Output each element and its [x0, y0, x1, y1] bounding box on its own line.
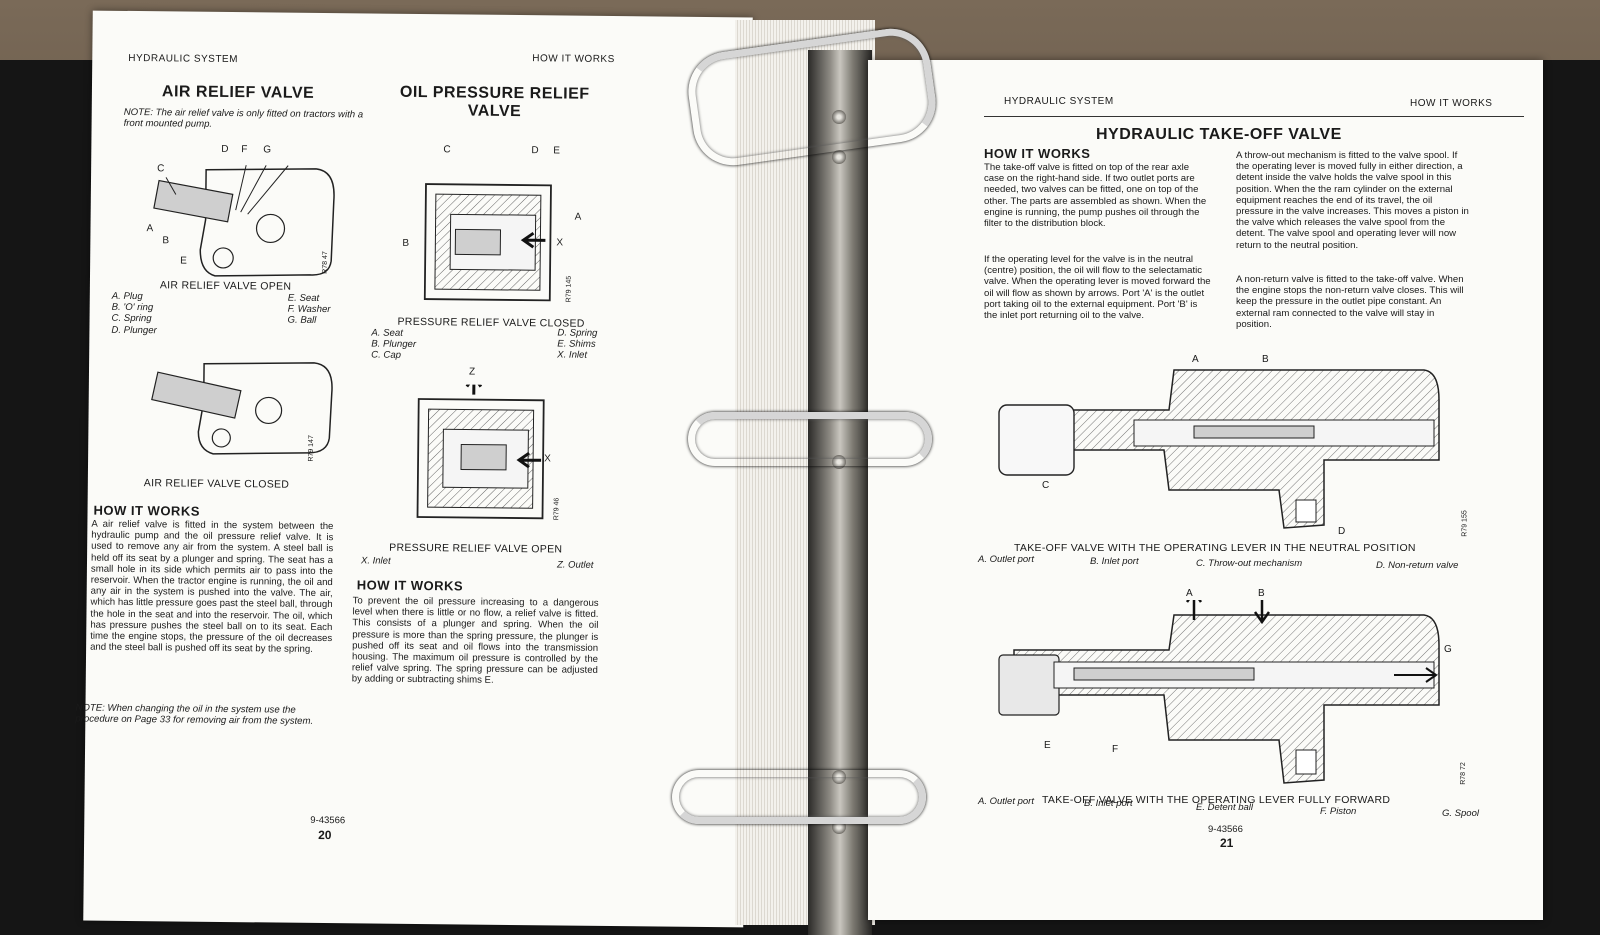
- tov-forward-legend-b: B. Inlet port: [1084, 798, 1133, 809]
- spine-rivet: [832, 770, 846, 784]
- oil-how-title: HOW IT WORKS: [356, 577, 464, 594]
- right-col1-p2: If the operating level for the valve is …: [984, 254, 1211, 322]
- tov-forward-legend-f: F. Piston: [1320, 806, 1357, 817]
- prc-legend-b: B. Plunger: [371, 338, 417, 351]
- prc-label-x: X: [556, 237, 564, 249]
- tov-neutral-label-d: D: [1338, 526, 1346, 537]
- left-doc-no: 9-43566: [310, 814, 346, 827]
- right-header-rule: [984, 116, 1524, 117]
- right-page-title: HYDRAULIC TAKE-OFF VALVE: [1096, 126, 1342, 143]
- tov-forward-label-e: E: [1044, 740, 1051, 751]
- tov-forward-label-a: A: [1186, 588, 1193, 599]
- air-legend-e: E. Seat: [287, 292, 320, 304]
- air-legend-g: G. Ball: [287, 315, 317, 327]
- pressure-relief-closed-figure: [423, 183, 552, 302]
- left-page-number: 20: [318, 827, 332, 843]
- binder-spine: [808, 50, 872, 935]
- prc-label-e: E: [553, 145, 561, 157]
- tov-neutral-label-a: A: [1192, 354, 1199, 365]
- pressure-open-caption: PRESSURE RELIEF VALVE OPEN: [389, 541, 563, 556]
- oil-pressure-title-line1: OIL PRESSURE RELIEF: [399, 83, 590, 103]
- air-closed-caption: AIR RELIEF VALVE CLOSED: [143, 477, 290, 491]
- right-page-number: 21: [1220, 836, 1234, 850]
- left-header-section: HYDRAULIC SYSTEM: [128, 52, 239, 66]
- oil-how-text: To prevent the oil pressure increasing t…: [351, 595, 599, 687]
- air-relief-open-figure: [153, 165, 335, 277]
- left-page: HYDRAULIC SYSTEM HOW IT WORKS AIR RELIEF…: [75, 10, 753, 928]
- air-legend-f: F. Washer: [287, 303, 331, 316]
- right-col2-p1: A throw-out mechanism is fitted to the v…: [1236, 150, 1469, 251]
- prc-label-c: C: [443, 144, 451, 156]
- binder-ring-bottom: [672, 770, 926, 824]
- air-open-label-a: A: [146, 223, 154, 235]
- prc-legend-e: E. Shims: [557, 338, 596, 351]
- prc-legend-a: A. Seat: [371, 327, 403, 339]
- air-legend-right: E. Seat F. Washer G. Ball: [287, 293, 367, 327]
- spine-rivet: [832, 150, 846, 164]
- pro-label-z: Z: [468, 366, 476, 378]
- tov-forward-caption: TAKE-OFF VALVE WITH THE OPERATING LEVER …: [1042, 794, 1391, 806]
- right-header-section: HYDRAULIC SYSTEM: [1004, 96, 1114, 107]
- air-relief-title: AIR RELIEF VALVE: [161, 83, 315, 102]
- binder-ring-middle: [688, 412, 932, 466]
- pro-legend-x: X. Inlet: [360, 555, 391, 567]
- air-legend-c: C. Spring: [111, 313, 152, 325]
- pro-legend-z: Z. Outlet: [556, 559, 594, 571]
- tov-forward-legend-a: A. Outlet port: [978, 796, 1034, 807]
- air-open-label-g: G: [263, 144, 272, 156]
- air-legend-left: A. Plug B. 'O' ring C. Spring D. Plunger: [111, 291, 211, 337]
- left-header-topic: HOW IT WORKS: [532, 53, 615, 66]
- air-open-label-c: C: [157, 163, 165, 175]
- tov-forward-label-b: B: [1258, 588, 1265, 599]
- tov-neutral-legend-b: B. Inlet port: [1090, 556, 1139, 567]
- air-relief-note: NOTE: The air relief valve is only fitte…: [123, 106, 364, 131]
- tov-neutral-fig-code: R79 155: [1461, 510, 1469, 537]
- pressure-relief-open-figure: [416, 383, 545, 520]
- air-closed-fig-code: R79 147: [307, 435, 316, 462]
- tov-neutral-legend-c: C. Throw-out mechanism: [1196, 558, 1303, 569]
- right-page: HYDRAULIC SYSTEM HOW IT WORKS HYDRAULIC …: [868, 60, 1543, 920]
- tov-forward-label-f: F: [1112, 744, 1119, 755]
- air-open-label-f: F: [241, 144, 248, 156]
- prc-legend-left: A. Seat B. Plunger C. Cap: [371, 328, 461, 363]
- right-how-title: HOW IT WORKS: [984, 146, 1091, 161]
- tov-forward-legend-g: G. Spool: [1442, 808, 1479, 819]
- air-open-fig-code: R78 47: [321, 251, 330, 274]
- takeoff-forward-figure: [998, 600, 1440, 784]
- oil-pressure-title-line2: VALVE: [467, 102, 522, 121]
- prc-legend-right: D. Spring E. Shims X. Inlet: [557, 327, 637, 361]
- air-open-label-e: E: [180, 255, 187, 267]
- spine-rivet: [832, 110, 846, 124]
- tov-neutral-legend-a: A. Outlet port: [978, 554, 1034, 565]
- air-legend-d: D. Plunger: [111, 324, 157, 336]
- prc-label-a: A: [574, 211, 582, 223]
- air-how-title: HOW IT WORKS: [93, 502, 201, 519]
- prc-legend-x: X. Inlet: [557, 349, 588, 362]
- right-col1-p1: The take-off valve is fitted on top of t…: [984, 162, 1207, 230]
- spine-rivet: [832, 455, 846, 469]
- right-doc-no: 9-43566: [1208, 824, 1243, 835]
- air-how-text: A air relief valve is fitted in the syst…: [90, 518, 334, 656]
- tov-forward-label-g: G: [1444, 644, 1452, 655]
- prc-legend-d: D. Spring: [557, 327, 598, 339]
- pro-fig-code: R79 46: [553, 497, 561, 521]
- right-header-topic: HOW IT WORKS: [1410, 98, 1493, 109]
- air-open-label-b: B: [162, 235, 170, 247]
- tov-neutral-legend-d: D. Non-return valve: [1376, 560, 1459, 571]
- tov-neutral-label-c: C: [1042, 480, 1050, 491]
- tov-neutral-caption: TAKE-OFF VALVE WITH THE OPERATING LEVER …: [1014, 542, 1416, 554]
- air-open-label-d: D: [221, 143, 229, 155]
- prc-label-d: D: [531, 145, 539, 157]
- tov-forward-legend-e: E. Detent ball: [1196, 802, 1254, 813]
- takeoff-neutral-figure: [998, 369, 1440, 529]
- air-how-note: NOTE: When changing the oil in the syste…: [75, 702, 314, 728]
- prc-legend-c: C. Cap: [371, 349, 402, 362]
- air-relief-closed-figure: [151, 362, 333, 455]
- right-col2-p2: A non-return valve is fitted to the take…: [1236, 274, 1464, 330]
- prc-fig-code: R79 145: [565, 275, 573, 303]
- prc-label-b: B: [402, 237, 410, 249]
- tov-forward-fig-code: R78 72: [1459, 762, 1467, 785]
- tov-neutral-label-b: B: [1262, 354, 1269, 365]
- pro-label-x: X: [544, 453, 551, 465]
